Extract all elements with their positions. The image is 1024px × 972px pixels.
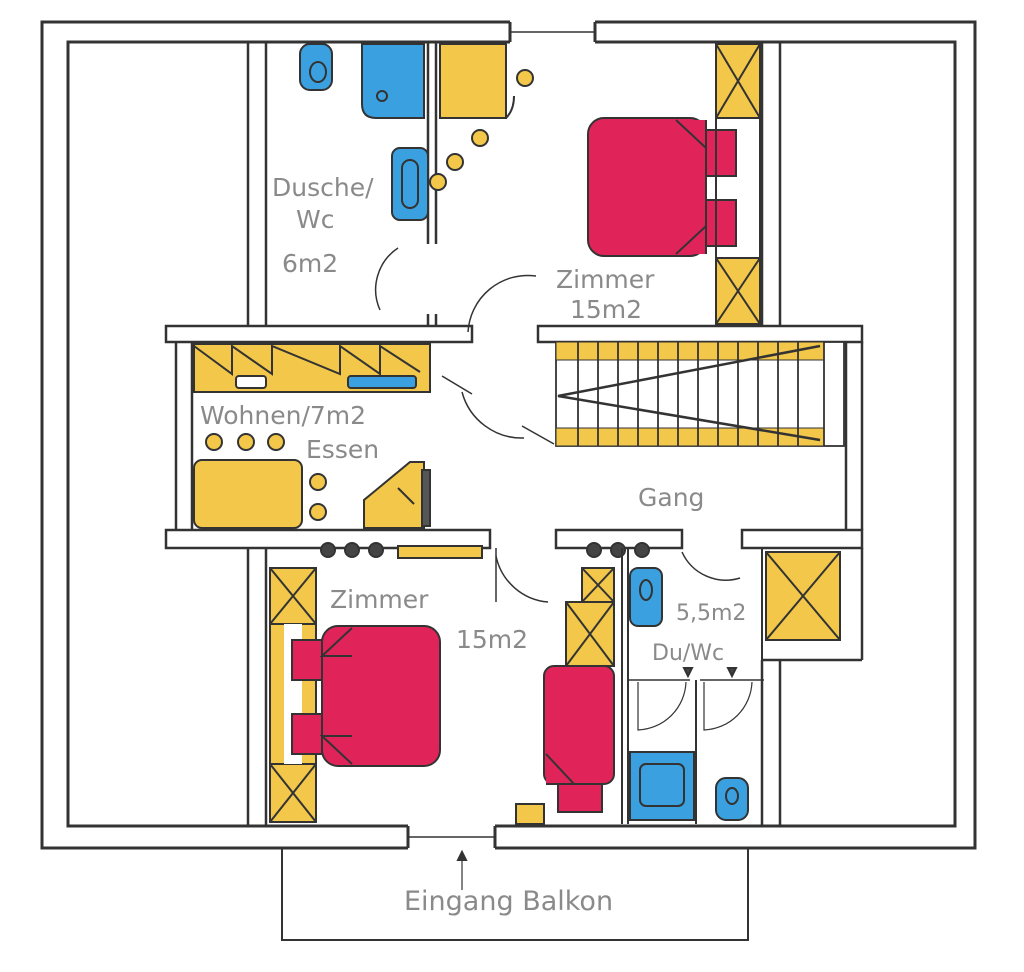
bath-top-area: 6m2 xyxy=(282,249,338,278)
bath-small-fixtures xyxy=(627,548,841,824)
entrance-label: Eingang Balkon xyxy=(404,886,613,917)
living-furniture xyxy=(193,343,431,529)
bedroom-bottom-area: 15m2 xyxy=(456,625,528,654)
horizontal-walls xyxy=(164,324,864,550)
balcony xyxy=(281,848,749,941)
bedroom-top-area: 15m2 xyxy=(570,295,642,324)
bedroom-bottom-name: Zimmer xyxy=(330,585,429,614)
hall-doors xyxy=(441,274,741,603)
bath-top-label-1: Dusche/ xyxy=(272,173,374,202)
bath-top-fixtures xyxy=(299,43,429,311)
bath-small-area: 5,5m2 xyxy=(676,601,746,626)
bedroom-top-name: Zimmer xyxy=(556,265,655,294)
bedroom-bottom-furniture xyxy=(269,542,650,825)
bath-top-label-2: Wc xyxy=(296,205,334,234)
inner-walls xyxy=(174,42,864,826)
living-label-2: Essen xyxy=(306,435,379,464)
living-label-1: Wohnen/7m2 xyxy=(200,401,366,430)
hallway-label: Gang xyxy=(638,483,704,512)
outer-walls xyxy=(40,20,977,850)
staircase xyxy=(555,341,845,447)
bedroom-top-furniture xyxy=(429,43,761,325)
bath-small-name: Du/Wc xyxy=(652,641,724,666)
